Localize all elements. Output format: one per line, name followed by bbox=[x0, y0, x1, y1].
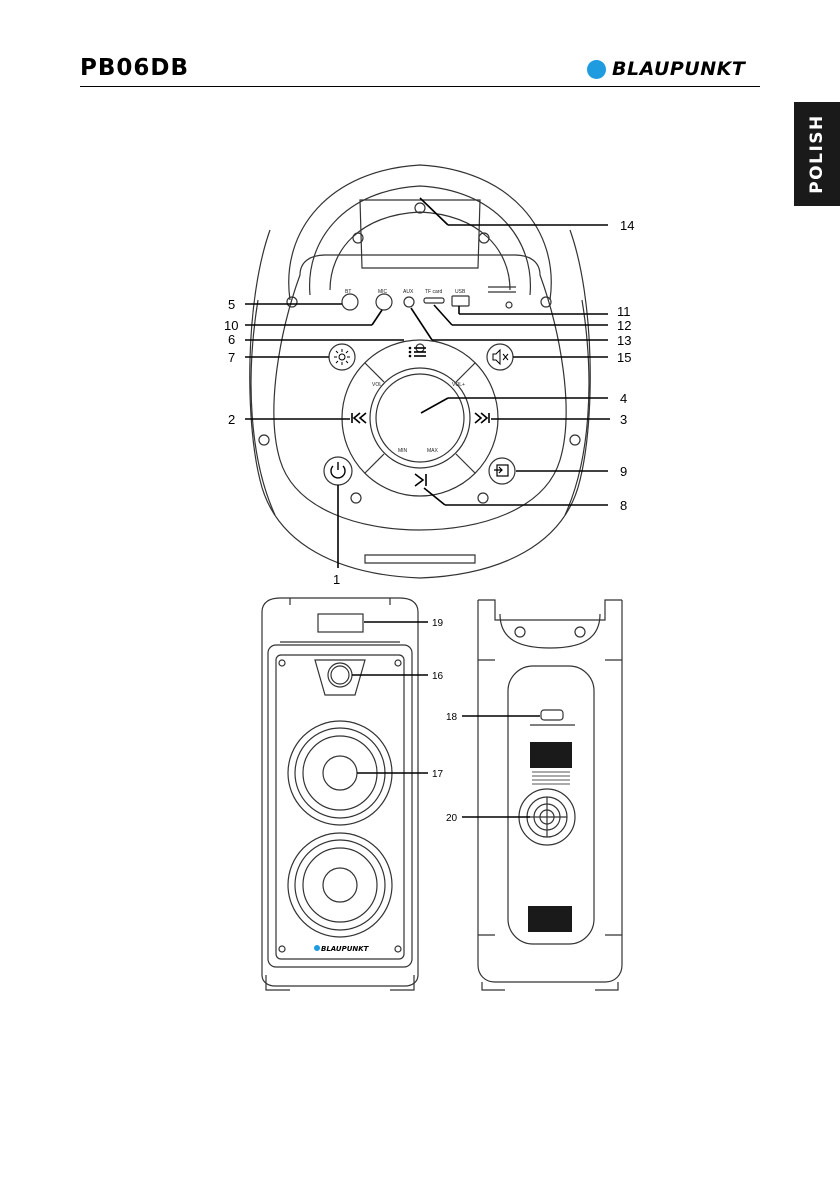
next-icon[interactable] bbox=[475, 413, 489, 423]
front-view: BLAUPUNKT 19 16 17 bbox=[262, 598, 444, 990]
min-label: MIN bbox=[398, 448, 408, 454]
aux-label: AUX bbox=[403, 289, 414, 295]
aux-jack[interactable] bbox=[404, 297, 414, 307]
callout-8: 8 bbox=[620, 498, 627, 513]
play-pause-icon[interactable] bbox=[415, 474, 426, 486]
bt-button[interactable] bbox=[342, 294, 358, 310]
warning-label bbox=[528, 906, 572, 932]
display-window bbox=[318, 614, 363, 632]
callout-10: 10 bbox=[224, 318, 238, 333]
usb-label: USB bbox=[455, 289, 466, 295]
callout-2: 2 bbox=[228, 412, 235, 427]
vol-minus-label: VOL- bbox=[372, 382, 384, 388]
callout-11: 11 bbox=[617, 304, 631, 319]
light-button[interactable] bbox=[329, 344, 355, 370]
callout-12: 12 bbox=[617, 318, 631, 333]
callout-20: 20 bbox=[446, 813, 458, 824]
mic-jack[interactable] bbox=[376, 294, 392, 310]
vol-plus-label: VOL+ bbox=[452, 382, 465, 388]
callout-19: 19 bbox=[432, 618, 444, 629]
source-button[interactable] bbox=[489, 458, 515, 484]
callout-4: 4 bbox=[620, 391, 627, 406]
tf-card-slot[interactable] bbox=[424, 298, 444, 303]
callout-6: 6 bbox=[228, 332, 235, 347]
callout-3: 3 bbox=[620, 412, 627, 427]
front-logo: BLAUPUNKT bbox=[321, 945, 370, 953]
usb-port[interactable] bbox=[452, 296, 469, 306]
mic-label: MIC bbox=[378, 289, 388, 295]
power-socket[interactable] bbox=[541, 710, 563, 720]
callout-16: 16 bbox=[432, 671, 444, 682]
max-label: MAX bbox=[427, 448, 439, 454]
callout-13: 13 bbox=[617, 333, 631, 348]
callout-14: 14 bbox=[620, 218, 634, 233]
callout-1: 1 bbox=[333, 572, 340, 587]
previous-icon[interactable] bbox=[352, 413, 366, 423]
callout-9: 9 bbox=[620, 464, 627, 479]
callout-17: 17 bbox=[432, 769, 444, 780]
back-view: 18 20 bbox=[446, 600, 622, 990]
front-logo-dot-icon bbox=[314, 945, 320, 951]
tf-card-label: TF card bbox=[425, 289, 442, 295]
callout-5: 5 bbox=[228, 297, 235, 312]
callout-18: 18 bbox=[446, 712, 458, 723]
callout-7: 7 bbox=[228, 350, 235, 365]
top-view: BT MIC AUX TF card USB VOL- VOL+ MIN MAX bbox=[224, 165, 634, 587]
rating-label bbox=[530, 742, 572, 768]
power-button[interactable] bbox=[324, 457, 352, 485]
callout-15: 15 bbox=[617, 350, 631, 365]
menu-icon[interactable] bbox=[409, 347, 426, 358]
bt-label: BT bbox=[345, 289, 351, 295]
mute-button[interactable] bbox=[487, 344, 513, 370]
